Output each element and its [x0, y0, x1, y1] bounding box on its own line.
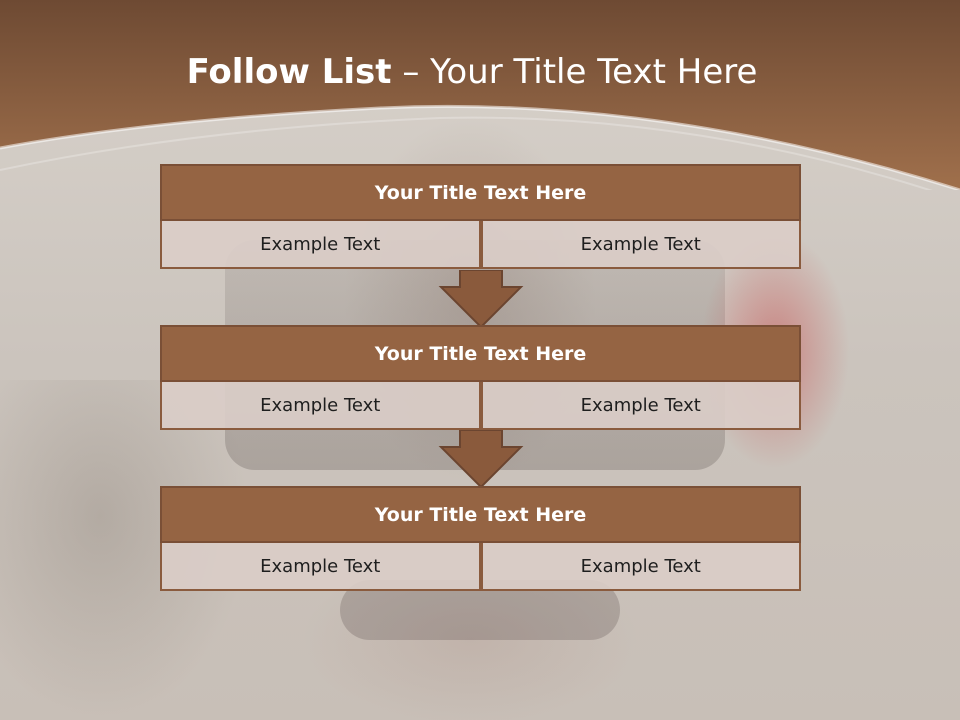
list-cell-right: Example Text — [480, 221, 801, 269]
list-block-3: Your Title Text Here Example Text Exampl… — [160, 486, 801, 591]
list-block-row: Example Text Example Text — [160, 382, 801, 430]
list-block-title: Your Title Text Here — [160, 325, 801, 382]
list-block-title: Your Title Text Here — [160, 164, 801, 221]
list-cell-right: Example Text — [480, 382, 801, 430]
list-block-1: Your Title Text Here Example Text Exampl… — [160, 164, 801, 269]
list-cell-left: Example Text — [160, 221, 481, 269]
header-band — [0, 0, 960, 190]
slide-title-bold: Follow List — [186, 52, 392, 92]
slide-title-rest: – Your Title Text Here — [391, 52, 758, 92]
list-cell-right: Example Text — [480, 543, 801, 591]
list-block-title: Your Title Text Here — [160, 486, 801, 543]
list-block-row: Example Text Example Text — [160, 221, 801, 269]
down-arrow-icon — [438, 430, 524, 488]
slide-title: Follow List – Your Title Text Here — [0, 52, 944, 92]
list-block-row: Example Text Example Text — [160, 543, 801, 591]
down-arrow-icon — [438, 270, 524, 328]
list-block-2: Your Title Text Here Example Text Exampl… — [160, 325, 801, 430]
list-cell-left: Example Text — [160, 382, 481, 430]
list-cell-left: Example Text — [160, 543, 481, 591]
